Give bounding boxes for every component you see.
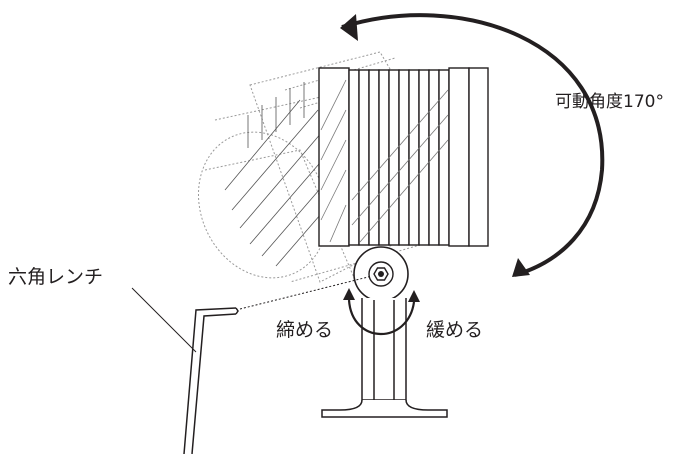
rotation-arrowhead-bottom — [512, 258, 530, 277]
lamp-body-hatching — [320, 79, 449, 243]
tighten-loosen-arc — [347, 299, 416, 335]
tighten-arrowhead — [343, 288, 355, 300]
stand — [321, 298, 448, 418]
rotation-arrow-icon — [341, 13, 605, 277]
loosen-arrowhead — [408, 290, 420, 302]
wrench-leader-line — [131, 287, 197, 353]
wrench-dotted-guide — [239, 275, 373, 310]
lamp-body — [318, 67, 489, 247]
hex-wrench-label: 六角レンチ — [8, 266, 104, 288]
rotation-arrowhead-top — [340, 14, 358, 41]
rotation-angle-label: 可動角度170° — [555, 92, 664, 112]
hex-wrench-icon — [183, 307, 237, 454]
hex-socket-center — [378, 271, 384, 277]
tighten-label: 締める — [276, 319, 334, 341]
loosen-label: 緩める — [426, 319, 484, 341]
